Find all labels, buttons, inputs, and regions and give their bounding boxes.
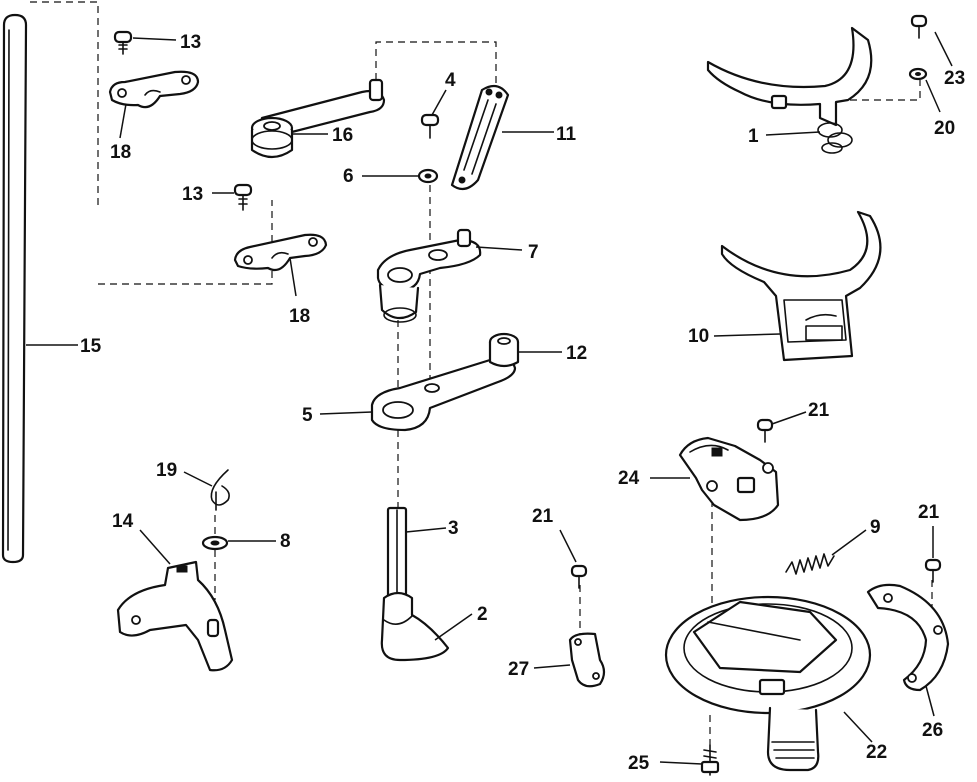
label-part-13: 13: [182, 184, 203, 205]
label-part-20: 20: [934, 118, 955, 139]
part-23-screw: [910, 14, 928, 39]
callout-labels: 13 18 13 18 15 16 4 6 11 7 12 5 3 2 19 8…: [80, 32, 965, 774]
label-part-8: 8: [280, 531, 291, 552]
label-part-4: 4: [445, 70, 456, 91]
label-part-1: 1: [748, 126, 759, 147]
part-7-cam-lever: [376, 228, 482, 323]
label-part-9: 9: [870, 517, 881, 538]
label-part-6: 6: [343, 166, 354, 187]
part-21-screw-c: [924, 558, 942, 583]
part-21-screw-b: [570, 564, 588, 589]
label-part-21: 21: [918, 502, 940, 523]
part-6-washer: [417, 168, 439, 184]
part-13-screw-top: [113, 30, 133, 55]
label-part-27: 27: [508, 659, 529, 680]
part-13-screw-mid: [233, 183, 253, 211]
label-part-2: 2: [477, 604, 488, 625]
part-10-ring-bracket: [720, 210, 882, 362]
label-part-25: 25: [628, 753, 650, 774]
part-18-bracket-top: [108, 70, 200, 109]
leader-lines: [26, 31, 953, 765]
part-3-shaft: [386, 506, 408, 600]
label-part-19: 19: [156, 460, 177, 481]
label-part-18: 18: [289, 306, 310, 327]
label-part-10: 10: [688, 326, 709, 347]
part-1-ring-shifter: [706, 26, 873, 154]
part-27-clip: [568, 632, 606, 688]
part-12-lever: [370, 332, 520, 432]
part-19-spring-pin: [210, 469, 230, 511]
part-16-lever: [250, 78, 386, 159]
part-2-cam: [380, 591, 450, 662]
part-24-switch-block: [678, 436, 780, 522]
label-part-5: 5: [302, 405, 313, 426]
label-part-22: 22: [866, 742, 887, 763]
label-part-15: 15: [80, 336, 102, 357]
part-4-screw: [420, 113, 440, 139]
label-part-12: 12: [566, 343, 587, 364]
label-part-11: 11: [556, 124, 577, 145]
label-part-18: 18: [110, 142, 131, 163]
part-18-bracket-mid: [233, 233, 328, 272]
label-part-3: 3: [448, 518, 459, 539]
part-25-wood-screw: [700, 744, 720, 776]
part-8-washer: [201, 535, 229, 551]
part-22-base-ring: [664, 595, 872, 772]
alignment-lines: [30, 1, 933, 745]
label-part-16: 16: [332, 125, 353, 146]
part-15-rod: [1, 13, 28, 564]
part-20-washer: [908, 67, 928, 81]
part-14-bracket: [116, 560, 234, 672]
part-9-spring: [785, 553, 835, 575]
label-part-21: 21: [532, 506, 554, 527]
part-11-link: [450, 84, 510, 191]
label-part-26: 26: [922, 720, 943, 741]
label-part-7: 7: [528, 242, 539, 263]
part-26-arc-plate: [866, 583, 950, 692]
label-part-13: 13: [180, 32, 201, 53]
label-part-14: 14: [112, 511, 134, 532]
label-part-21: 21: [808, 400, 830, 421]
label-part-24: 24: [618, 468, 640, 489]
label-part-23: 23: [944, 68, 965, 89]
part-21-screw-a: [756, 418, 774, 443]
